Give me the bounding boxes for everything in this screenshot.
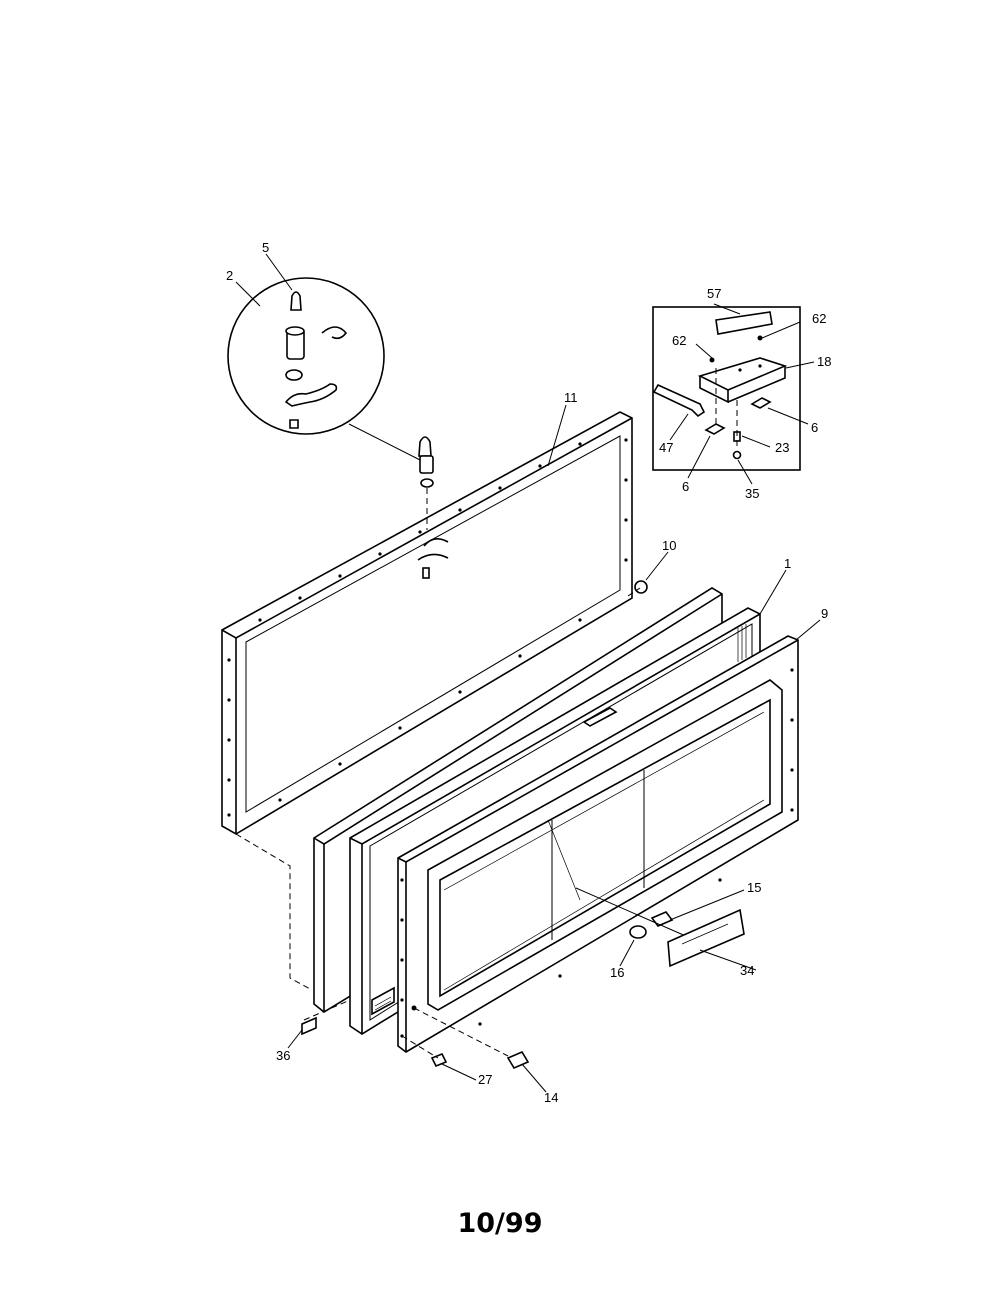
- label-part-14: 14: [544, 1090, 558, 1105]
- label-part-5: 5: [262, 240, 269, 255]
- label-part-16: 16: [610, 965, 624, 980]
- breaker-frame-part-11: [221, 411, 648, 835]
- label-part-57: 57: [707, 286, 721, 301]
- label-part-47: 47: [659, 440, 673, 455]
- label-part-34: 34: [740, 963, 754, 978]
- leader-lines: [235, 253, 821, 1093]
- label-part-62-left: 62: [672, 333, 686, 348]
- label-part-2: 2: [226, 268, 233, 283]
- label-part-11: 11: [564, 390, 578, 405]
- handle-detail-inset: [652, 306, 801, 471]
- label-part-35: 35: [745, 486, 759, 501]
- label-part-23: 23: [775, 440, 789, 455]
- label-part-18: 18: [817, 354, 831, 369]
- part-number-labels: 5 2 11 57 62 62 18 6 47 23 6 35 10 1 9 1…: [226, 240, 831, 1105]
- label-part-1: 1: [784, 556, 791, 571]
- label-part-9: 9: [821, 606, 828, 621]
- lower-small-parts: [235, 587, 745, 1070]
- lock-detail-circle: [227, 277, 423, 462]
- label-part-27: 27: [478, 1072, 492, 1087]
- label-part-10: 10: [662, 538, 676, 553]
- page-date-code: 10/99: [457, 1208, 543, 1239]
- label-part-36: 36: [276, 1048, 290, 1063]
- frame-screw-holes: [227, 438, 628, 817]
- label-part-6-left: 6: [682, 479, 689, 494]
- label-part-15: 15: [747, 880, 761, 895]
- label-part-6-right: 6: [811, 420, 818, 435]
- label-part-62-right: 62: [812, 311, 826, 326]
